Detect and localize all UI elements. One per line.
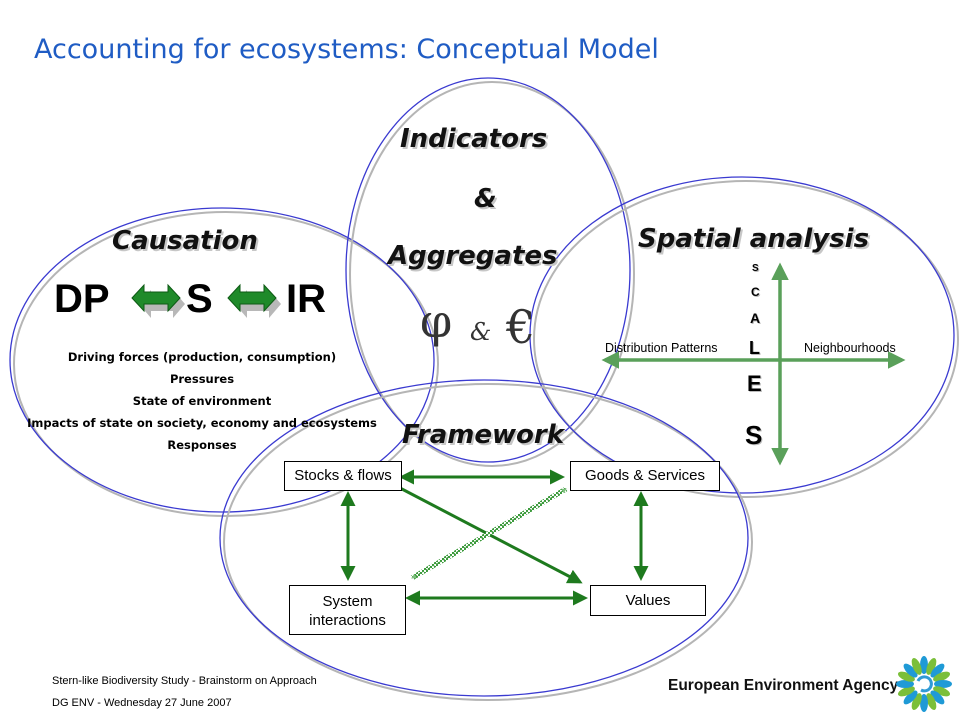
indicators-circle bbox=[345, 77, 635, 467]
scale-letter-e: E bbox=[747, 371, 762, 396]
aggregates-heading: Aggregates bbox=[388, 241, 558, 271]
indicators-amp: & bbox=[474, 184, 497, 214]
system-interactions-box: System interactions bbox=[289, 585, 406, 635]
framework-circle bbox=[219, 379, 753, 701]
spatial-axes bbox=[601, 262, 906, 466]
spatial-circle bbox=[529, 176, 959, 498]
scale-letter-s2: S bbox=[745, 420, 763, 450]
page-title: Accounting for ecosystems: Conceptual Mo… bbox=[34, 34, 659, 65]
causation-item-responses: Responses bbox=[167, 438, 237, 452]
framework-arrows bbox=[340, 469, 649, 606]
goods-services-box: Goods & Services bbox=[570, 461, 720, 491]
causation-item-impacts: Impacts of state on society, economy and… bbox=[27, 416, 377, 430]
values-box: Values bbox=[590, 585, 706, 616]
causation-item-pressures: Pressures bbox=[169, 372, 235, 386]
eea-logo-icon bbox=[896, 656, 952, 712]
distribution-patterns-label: Distribution Patterns bbox=[605, 341, 718, 355]
ampersand-symbol: & bbox=[470, 318, 492, 346]
ir-label: IR bbox=[286, 277, 326, 321]
spatial-heading: Spatial analysis bbox=[638, 224, 870, 254]
dp-s-double-arrow bbox=[131, 283, 185, 318]
stocks-flows-label: Stocks & flows bbox=[294, 467, 392, 484]
system-interactions-label-1: System bbox=[322, 593, 373, 610]
footer-study: Stern-like Biodiversity Study - Brainsto… bbox=[52, 675, 317, 687]
phi-symbol: φ bbox=[420, 294, 453, 348]
neighbourhoods-label: Neighbourhoods bbox=[804, 341, 896, 355]
s-label: S bbox=[186, 277, 213, 321]
causation-item-driving-forces: Driving forces (production, consumption) bbox=[67, 350, 337, 364]
scale-letter-s1: S bbox=[752, 263, 759, 274]
scale-letter-a: A bbox=[750, 310, 761, 326]
dp-label: DP bbox=[54, 277, 110, 321]
scale-letter-c: C bbox=[751, 285, 760, 299]
s-ir-double-arrow bbox=[227, 283, 281, 318]
stocks-flows-box: Stocks & flows bbox=[284, 461, 402, 491]
causation-circle bbox=[9, 207, 439, 517]
euro-symbol: € bbox=[506, 300, 536, 354]
framework-heading: Framework bbox=[402, 420, 564, 450]
values-label: Values bbox=[625, 592, 671, 609]
scale-letter-l: L bbox=[749, 338, 760, 358]
causation-heading: Causation bbox=[112, 226, 258, 256]
goods-services-label: Goods & Services bbox=[584, 467, 706, 484]
footer-date: DG ENV - Wednesday 27 June 2007 bbox=[52, 697, 232, 709]
causation-item-state: State of environment bbox=[132, 394, 272, 408]
indicators-heading: Indicators bbox=[400, 124, 548, 154]
eea-name: European Environment Agency bbox=[668, 677, 899, 694]
system-interactions-label-2: interactions bbox=[309, 612, 386, 629]
